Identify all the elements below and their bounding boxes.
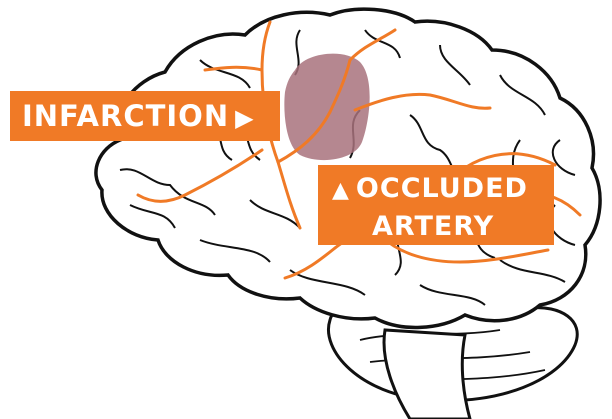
infarct-region [284, 54, 369, 160]
occluded-label-line1: OCCLUDED [356, 173, 528, 204]
infarction-label-text: INFARCTION [22, 99, 229, 133]
brainstem [384, 330, 470, 419]
occluded-label-line2: ARTERY [332, 209, 554, 245]
infarction-label: INFARCTION▶ [10, 91, 280, 141]
arrow-up-icon: ▲ [332, 178, 350, 203]
occluded-artery-label: ▲OCCLUDED ARTERY [318, 165, 554, 245]
arrow-right-icon: ▶ [235, 104, 254, 132]
